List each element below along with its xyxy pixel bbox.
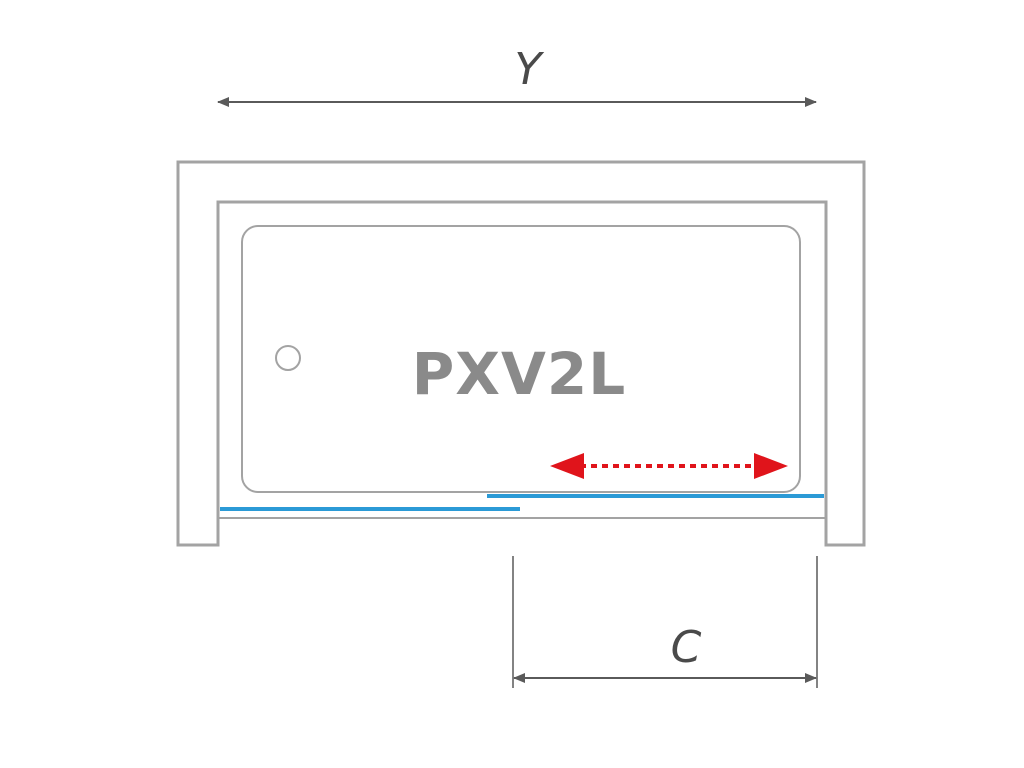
bathtub-basin bbox=[241, 225, 801, 493]
width-dimension-label: Y bbox=[515, 44, 545, 95]
bathtub-outline bbox=[217, 201, 827, 519]
slide-arrow-right-head bbox=[754, 453, 788, 479]
slide-direction-arrow bbox=[550, 453, 788, 479]
model-code-label: PXV2L bbox=[412, 340, 626, 408]
drain-icon bbox=[275, 345, 301, 371]
slide-arrow-left-head bbox=[550, 453, 584, 479]
opening-dimension-label: C bbox=[671, 622, 702, 673]
width-dimension: Y bbox=[217, 44, 817, 107]
opening-dimension: C bbox=[512, 556, 818, 688]
